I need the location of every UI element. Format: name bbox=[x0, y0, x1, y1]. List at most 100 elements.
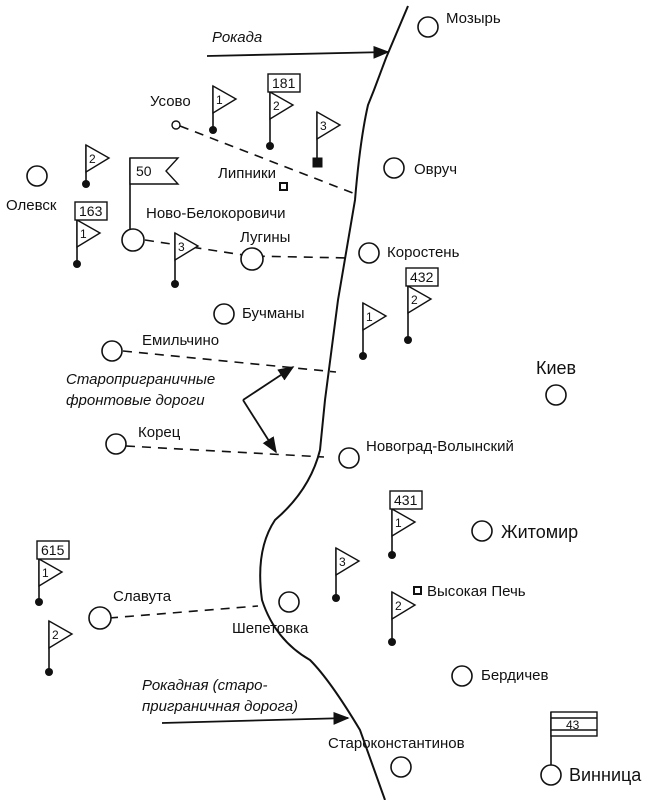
division-box bbox=[74, 201, 108, 221]
road-emilchino bbox=[122, 350, 337, 373]
unit-flag: 1 431 bbox=[388, 490, 423, 559]
road-usovo bbox=[179, 125, 359, 196]
pennant-flag-icon bbox=[48, 619, 74, 650]
city-starokonstantinov: Староконстантинов bbox=[328, 735, 465, 778]
city-mozyr: Мозырь bbox=[417, 10, 501, 38]
pennant-flag-icon bbox=[407, 284, 433, 315]
flag-number: 3 bbox=[339, 555, 346, 569]
city-label: Мозырь bbox=[446, 10, 501, 27]
rokadnaya-label-1: Рокадная (старо- bbox=[142, 677, 268, 694]
banded-flag-icon bbox=[550, 711, 598, 737]
unit-flag: 3 bbox=[332, 546, 361, 602]
unit-flag: 2 181 bbox=[266, 73, 301, 150]
unit-flag: 2 bbox=[45, 619, 74, 676]
main-rokada-road bbox=[259, 5, 409, 800]
division-box bbox=[389, 490, 423, 510]
pennant-flag-icon bbox=[362, 301, 388, 332]
city-novo-belokorovichi: Ново-Белокоровичи bbox=[121, 205, 286, 252]
city-shepetovka: Шепетовка bbox=[232, 591, 309, 637]
city-korosten: Коростень bbox=[358, 242, 460, 264]
flag-number: 2 bbox=[273, 99, 280, 113]
flag-number: 2 bbox=[89, 152, 96, 166]
pennant-flag-icon bbox=[85, 143, 111, 174]
border-roads-arrow-1 bbox=[242, 366, 295, 401]
city-lugyny: Лугины bbox=[240, 229, 290, 271]
city-label: Емильчино bbox=[142, 332, 219, 349]
pennant-flag-icon bbox=[316, 110, 342, 141]
flag-base-dot bbox=[266, 142, 274, 150]
flag-number: 2 bbox=[411, 293, 418, 307]
flag-number: 1 bbox=[42, 566, 49, 580]
flag-base-dot bbox=[332, 594, 340, 602]
pennant-flag-icon bbox=[391, 507, 417, 538]
pennant-flag-icon bbox=[391, 590, 417, 621]
pennant-flag-icon bbox=[212, 84, 238, 115]
flag-number: 1 bbox=[216, 93, 223, 107]
city-label: Славута bbox=[113, 588, 172, 605]
village-marker bbox=[171, 120, 181, 130]
village-lipniki: Липники bbox=[218, 165, 288, 191]
flag-base-dot bbox=[73, 260, 81, 268]
city-vinnitsa: Винница bbox=[540, 764, 642, 786]
city-marker bbox=[101, 340, 123, 362]
pennant-flag-icon bbox=[38, 557, 64, 588]
flag-number: 2 bbox=[52, 628, 59, 642]
division-number: 163 bbox=[79, 203, 103, 219]
division-number: 181 bbox=[272, 75, 296, 91]
division-number: 431 bbox=[394, 492, 418, 508]
city-marker bbox=[213, 303, 235, 325]
pennant-flag-icon bbox=[174, 231, 200, 262]
pennant-flag-icon bbox=[76, 218, 102, 249]
flag-number: 1 bbox=[395, 516, 402, 530]
village-label: Липники bbox=[218, 165, 276, 182]
border-roads-label-2: фронтовые дороги bbox=[66, 392, 205, 409]
road-slavuta bbox=[108, 605, 259, 619]
rokada-label: Рокада bbox=[212, 29, 262, 46]
city-label: Овруч bbox=[414, 161, 457, 178]
flag-number: 3 bbox=[320, 119, 327, 133]
swallowtail-flag-icon bbox=[129, 157, 180, 185]
city-marker bbox=[451, 665, 473, 687]
city-marker bbox=[390, 756, 412, 778]
village-usovo: Усово bbox=[150, 93, 191, 130]
border-roads-arrow-2 bbox=[242, 399, 277, 454]
city-zhitomir: Житомир bbox=[471, 520, 578, 542]
hq-flag-50: 50 bbox=[129, 157, 180, 229]
city-label: Новоград-Волынский bbox=[366, 438, 514, 455]
flag-base-dot bbox=[388, 638, 396, 646]
city-label: Бучманы bbox=[242, 305, 305, 322]
unit-flag: 1 bbox=[209, 84, 238, 134]
village-marker bbox=[279, 182, 288, 191]
flag-base-square bbox=[312, 157, 323, 168]
flag-base-dot bbox=[171, 280, 179, 288]
city-marker bbox=[417, 16, 439, 38]
city-marker bbox=[121, 228, 145, 252]
pennant-flag-icon bbox=[269, 90, 295, 121]
flag-base-dot bbox=[209, 126, 217, 134]
rokadnaya-arrow bbox=[161, 711, 350, 725]
city-label: Олевск bbox=[6, 197, 57, 214]
unit-flag: 1 bbox=[359, 301, 388, 360]
city-marker bbox=[545, 384, 567, 406]
road-korets bbox=[125, 445, 325, 458]
city-marker bbox=[471, 520, 493, 542]
unit-flag: 2 bbox=[388, 590, 417, 646]
city-kiev: Киев bbox=[536, 358, 576, 406]
pennant-flag-icon bbox=[335, 546, 361, 577]
city-marker bbox=[540, 764, 562, 786]
city-label: Бердичев bbox=[481, 667, 548, 684]
city-marker bbox=[338, 447, 360, 469]
city-marker bbox=[26, 165, 48, 187]
city-label: Лугины bbox=[240, 229, 290, 246]
city-marker bbox=[105, 433, 127, 455]
hq-flag-number: 43 bbox=[566, 718, 580, 732]
city-label: Ново-Белокоровичи bbox=[146, 205, 286, 222]
city-ovruch: Овруч bbox=[383, 157, 457, 179]
city-marker bbox=[278, 591, 300, 613]
city-label: Винница bbox=[569, 765, 642, 785]
hq-flag-number: 50 bbox=[136, 163, 152, 179]
rokadnaya-label-2: приграничная дорога) bbox=[142, 698, 298, 715]
